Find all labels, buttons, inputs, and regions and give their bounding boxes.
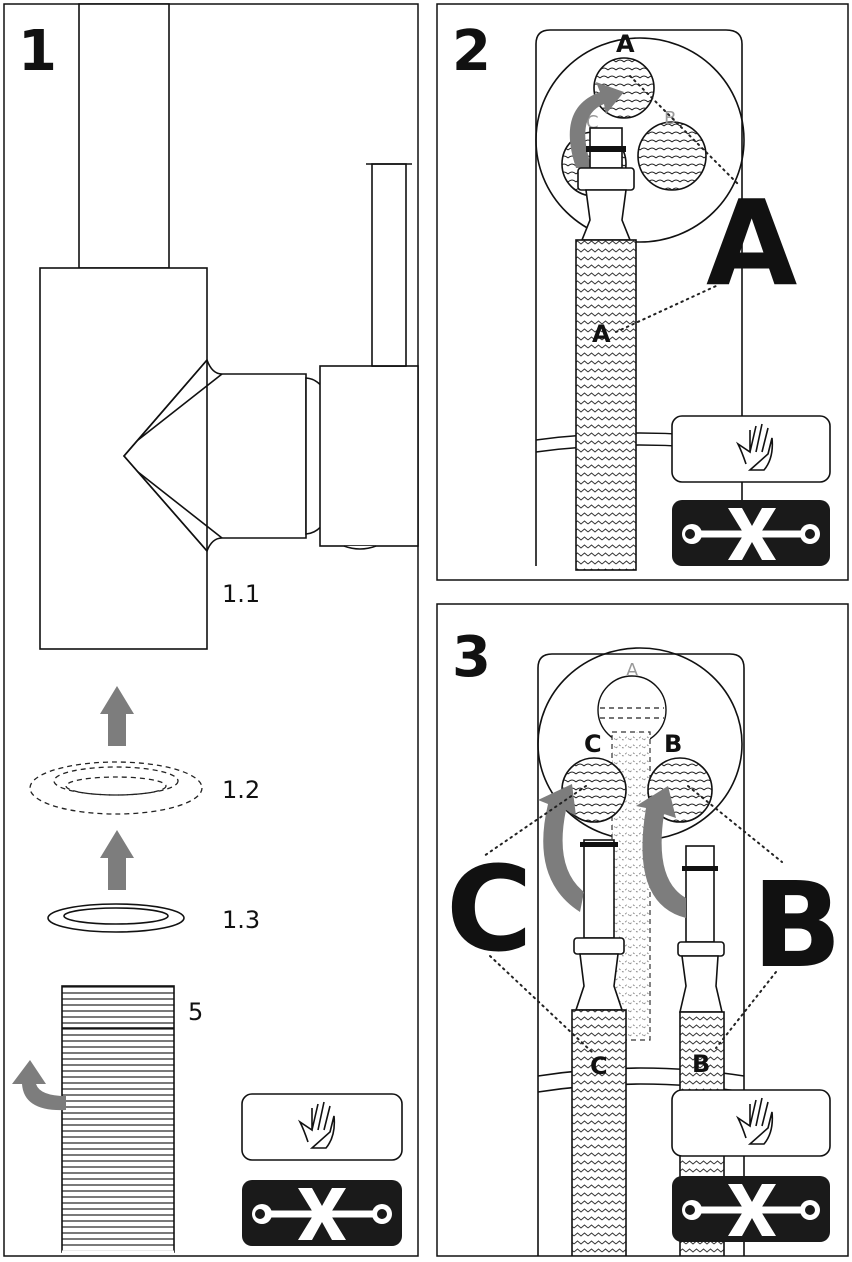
rotate-arrow-icon [12, 1060, 66, 1111]
no-wrench-icon [242, 1180, 402, 1246]
label-outlet: 1.1 [222, 580, 260, 608]
leader-line [483, 785, 593, 1053]
no-wrench-icon [672, 500, 830, 566]
step-1-panel: 1 1.1 1.2 [3, 3, 419, 1257]
label-seal: 1.2 [222, 776, 260, 804]
curved-arrow-icon [636, 786, 686, 918]
hand-tighten-icon [241, 1093, 403, 1161]
up-arrow-icon [100, 830, 134, 890]
connector-letter-b: B [752, 856, 842, 994]
hand-tighten-icon [671, 1089, 831, 1157]
step-3-panel: 3 A C B [436, 603, 849, 1257]
hose-label-c: C [590, 1052, 608, 1080]
hose-c [571, 839, 627, 1256]
curved-arrow-icon [569, 82, 624, 168]
hose-label-b: B [692, 1050, 710, 1078]
leader-line [629, 75, 741, 187]
curved-arrow-icon [538, 784, 584, 912]
port-label-b: B [664, 108, 676, 129]
step-3-number: 3 [452, 625, 491, 690]
washer [47, 903, 185, 933]
connector-letter-c: C [446, 840, 533, 978]
leader-line [687, 785, 783, 1049]
label-washer: 1.3 [222, 906, 260, 934]
step-2-number: 2 [452, 19, 491, 84]
no-wrench-icon [672, 1176, 830, 1242]
up-arrow-icon [100, 686, 134, 746]
threaded-hose-end [61, 985, 175, 1254]
step-2-panel: 2 A B C A [436, 3, 849, 581]
port-label-a: A [626, 660, 639, 681]
connector-letter-a: A [706, 174, 797, 312]
hose-label-a: A [592, 320, 611, 348]
step-1-number: 1 [18, 19, 57, 84]
hand-tighten-icon [671, 415, 831, 483]
tap-body [39, 3, 419, 650]
port-label-c: C [584, 730, 602, 758]
port-label-a: A [616, 30, 635, 58]
hose-a [575, 127, 637, 571]
label-hose: 5 [188, 998, 203, 1026]
leader-line [615, 285, 717, 333]
port-label-b: B [664, 730, 682, 758]
seal-ring [29, 761, 203, 815]
